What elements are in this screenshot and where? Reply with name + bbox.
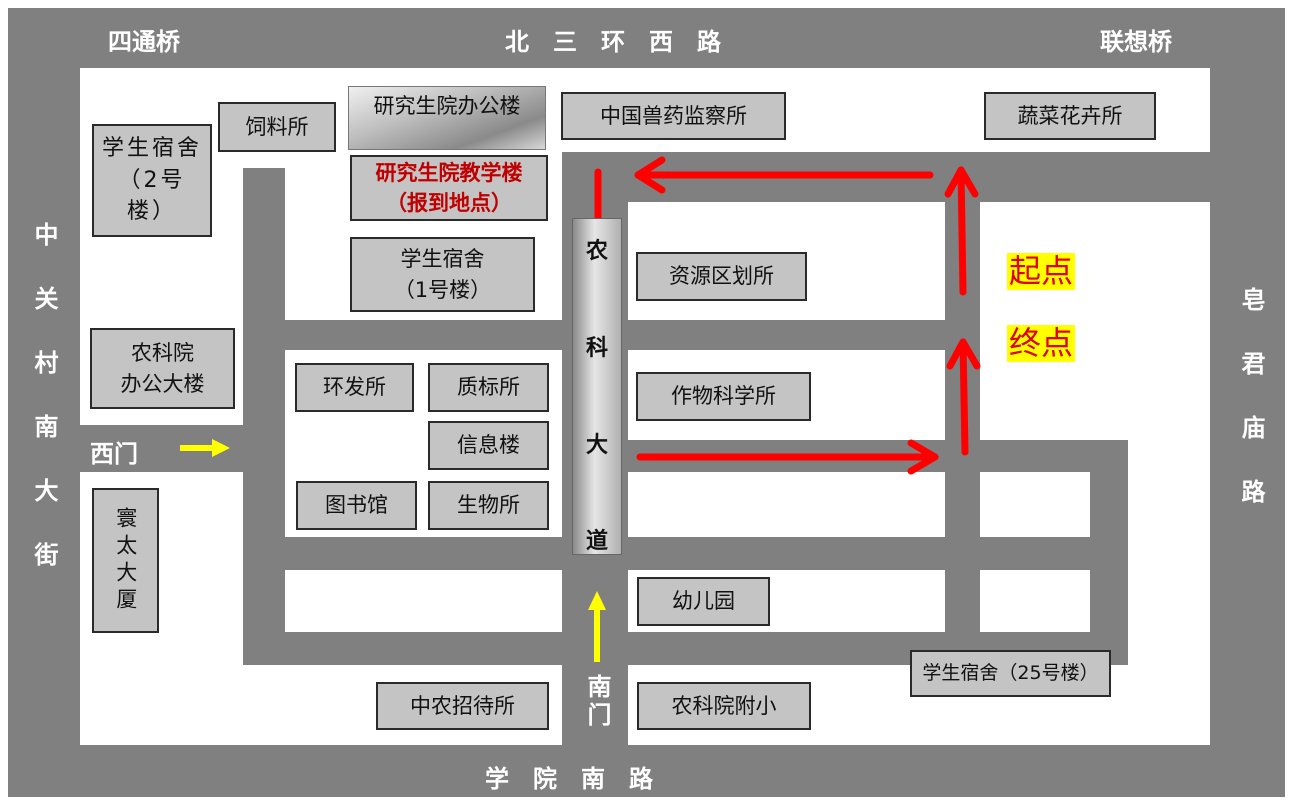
building-bio-institute[interactable]: 生物所 bbox=[428, 481, 549, 530]
road-label-east: 皂君庙路 bbox=[1237, 287, 1265, 543]
start-point-label: 起点 bbox=[1007, 252, 1076, 290]
bridge-sitong: 四通桥 bbox=[108, 28, 180, 56]
road-label-south: 学 院 南 路 bbox=[485, 765, 653, 793]
building-caas-office-name-2: 办公大楼 bbox=[120, 371, 205, 396]
avenue-char: 道 bbox=[585, 529, 608, 554]
building-library[interactable]: 图书馆 bbox=[296, 481, 417, 530]
west-gate-arrow bbox=[180, 439, 230, 457]
building-information[interactable]: 信息楼 bbox=[428, 421, 549, 470]
registration-site-label: （报到地点） bbox=[386, 191, 512, 215]
south-gate-arrow bbox=[588, 591, 606, 662]
building-primary-school[interactable]: 农科院附小 bbox=[637, 682, 811, 730]
end-point-label: 终点 bbox=[1007, 324, 1076, 362]
road-left bbox=[243, 168, 285, 665]
building-env-institute[interactable]: 环发所 bbox=[295, 363, 414, 412]
route-arrow-east bbox=[636, 439, 939, 475]
building-guesthouse[interactable]: 中农招待所 bbox=[376, 682, 549, 730]
route-arrow-west bbox=[634, 156, 934, 194]
avenue-char: 大 bbox=[585, 433, 608, 458]
building-dorm-2[interactable]: 学生宿舍（2号楼） bbox=[92, 124, 212, 237]
building-dorm-1-name: 学生宿舍 bbox=[400, 247, 485, 272]
building-caas-office-name-1: 农科院 bbox=[131, 341, 194, 366]
road-label-north: 北 三 环 西 路 bbox=[505, 28, 721, 56]
campus-avenue-sign: 农 科 大 道 bbox=[572, 218, 622, 555]
bridge-lianxiang: 联想桥 bbox=[1100, 28, 1172, 56]
building-resource-institute[interactable]: 资源区划所 bbox=[636, 252, 807, 301]
building-graduate-teaching[interactable]: 研究生院教学楼 （报到地点） bbox=[350, 155, 548, 221]
route-arrow-north-1 bbox=[946, 338, 981, 456]
road-label-west: 中关村南大街 bbox=[30, 222, 58, 606]
building-vet-institute[interactable]: 中国兽药监察所 bbox=[561, 92, 786, 140]
south-gate-label: 南门 bbox=[583, 674, 611, 730]
building-dorm-1-number: （1号楼） bbox=[393, 277, 492, 302]
road-lower bbox=[243, 537, 1128, 570]
building-kindergarten[interactable]: 幼儿园 bbox=[637, 577, 770, 626]
building-feed-institute[interactable]: 饲料所 bbox=[218, 102, 336, 152]
avenue-char: 农 bbox=[585, 239, 608, 264]
route-arrow-north-2 bbox=[944, 166, 979, 296]
building-caas-office[interactable]: 农科院 办公大楼 bbox=[90, 328, 235, 409]
building-graduate-office[interactable]: 研究生院办公楼 bbox=[348, 86, 546, 150]
building-dorm-1[interactable]: 学生宿舍 （1号楼） bbox=[350, 237, 535, 312]
building-crop-science[interactable]: 作物科学所 bbox=[636, 372, 811, 421]
building-quality-institute[interactable]: 质标所 bbox=[428, 363, 549, 412]
avenue-char: 科 bbox=[585, 336, 608, 361]
building-dorm-25[interactable]: 学生宿舍（25号楼） bbox=[910, 650, 1111, 697]
west-gate-label: 西门 bbox=[90, 440, 138, 468]
building-huantai[interactable]: 寰太大厦 bbox=[92, 488, 159, 633]
building-graduate-teaching-name: 研究生院教学楼 bbox=[375, 160, 523, 185]
building-vegetable-institute[interactable]: 蔬菜花卉所 bbox=[984, 92, 1156, 140]
